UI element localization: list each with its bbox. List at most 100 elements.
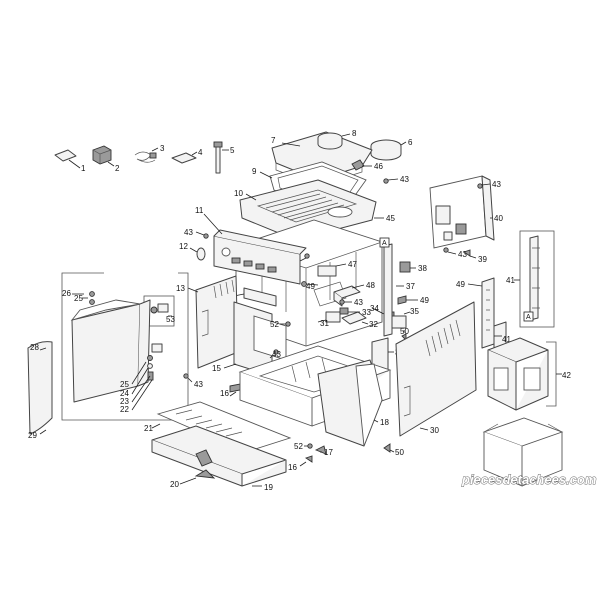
callout-25: 25 <box>120 380 129 389</box>
watermark-text: piecesdetachees.com <box>461 472 597 487</box>
part-12-knob: 12 <box>179 242 206 261</box>
callout-51-a: 50 <box>400 327 409 336</box>
callout-46-d: 43 <box>492 180 501 189</box>
part-39-clip: 39 <box>462 249 487 264</box>
callout-23: 23 <box>120 397 129 406</box>
part-4-plate: 4 <box>171 148 203 164</box>
part-31-sensor: 31 <box>317 311 341 328</box>
part-13-side-panel-left: 13 <box>176 275 239 369</box>
box-marker-a-top: A <box>379 237 390 248</box>
part-28-29-side-cover: 28 29 <box>27 341 53 440</box>
part-51-clip-bottom: 50 <box>383 443 404 457</box>
part-20-float: 20 <box>170 469 216 489</box>
callout-27: 26 <box>62 289 71 298</box>
part-5-pin: 5 <box>213 141 235 174</box>
callout-7: 7 <box>271 136 276 145</box>
part-15-inner-panel: 15 <box>212 301 287 377</box>
callout-41: 41 <box>506 276 515 285</box>
callout-31: 31 <box>320 319 329 328</box>
callout-39: 39 <box>478 255 487 264</box>
part-52-clip-top: 52 <box>270 320 291 329</box>
part-52-clip-bottom: 52 <box>294 442 313 451</box>
part-water-tank <box>70 299 151 403</box>
callout-24: 24 <box>120 389 129 398</box>
callout-8: 8 <box>352 129 357 138</box>
callout-52-a: 52 <box>270 320 279 329</box>
part-11-panel: 11 <box>195 206 307 285</box>
part-30-side-panel-right: 30 <box>395 301 477 437</box>
callout-43: 42 <box>562 371 571 380</box>
callout-34: 34 <box>370 304 379 313</box>
callout-15: 15 <box>212 364 221 373</box>
callout-16-a: 16 <box>220 389 229 398</box>
callout-40: 40 <box>494 214 503 223</box>
part-41-strip-box: A 41 <box>506 230 555 328</box>
part-1-clip: 1 <box>54 149 86 173</box>
part-packaging-box <box>482 417 564 487</box>
callout-46-c: 43 <box>354 298 363 307</box>
callout-46-g: 43 <box>194 380 203 389</box>
part-19-tray: 19 <box>151 425 287 492</box>
callout-29: 29 <box>28 431 37 440</box>
callout-5: 5 <box>230 146 235 155</box>
part-48-valve: 47 <box>317 260 357 277</box>
tank-group-bracket <box>61 272 189 421</box>
callout-47: 46 <box>374 162 383 171</box>
callout-11: 11 <box>195 206 204 215</box>
callout-21: 21 <box>144 424 153 433</box>
part-43-tank-frame: 42 <box>487 337 571 411</box>
callout-46-e: 43 <box>458 250 467 259</box>
callout-20: 20 <box>170 480 179 489</box>
box-a-right: A <box>526 314 531 321</box>
callout-22: 22 <box>120 405 129 414</box>
callout-50-c: 49 <box>456 280 465 289</box>
part-51-clip-right: 50 <box>400 327 409 342</box>
part-40-control-board: 40 <box>429 175 503 249</box>
callout-48: 47 <box>348 260 357 269</box>
callout-9: 9 <box>252 167 257 176</box>
part-3-cable: 3 <box>134 144 165 163</box>
callout-51-b: 50 <box>395 448 404 457</box>
callout-42: 41 <box>502 335 511 344</box>
callout-50-a: 49 <box>306 282 315 291</box>
part-38-chip: 38 <box>399 261 427 273</box>
part-8-cap: 8 <box>317 129 357 150</box>
callout-2: 2 <box>115 164 120 173</box>
callout-38: 38 <box>418 264 427 273</box>
callout-13: 13 <box>176 284 185 293</box>
callout-50-b: 49 <box>420 296 429 305</box>
part-35-relay: 35 <box>389 307 419 329</box>
part-26-27-screws: 25 26 <box>62 289 95 305</box>
callout-32: 32 <box>369 320 378 329</box>
callout-46-h: 43 <box>272 350 281 359</box>
part-46-screw-panel: 43 <box>184 228 209 239</box>
callout-35: 35 <box>410 307 419 316</box>
callout-46-f: 43 <box>184 228 193 237</box>
callout-3: 3 <box>160 144 165 153</box>
part-33-switch: 33 <box>339 307 371 317</box>
callout-16-b: 16 <box>288 463 297 472</box>
part-6-ring: 6 <box>370 138 413 161</box>
part-46-screw-left: 43 43 <box>183 349 281 389</box>
part-18-front-door: 18 <box>317 359 389 447</box>
box-a-top: A <box>382 240 387 247</box>
part-46-screw-mid: 43 <box>339 298 363 307</box>
callout-26: 25 <box>74 294 83 303</box>
callout-28: 28 <box>30 343 39 352</box>
part-46-screws-board: 43 43 <box>443 180 501 259</box>
part-2-connector: 2 <box>92 145 120 173</box>
part-16-screw: 16 <box>288 455 313 472</box>
part-16-screw-pair: 16 <box>220 383 241 398</box>
part-50-clip-chassis: 49 49 <box>301 281 429 305</box>
callout-45: 45 <box>386 214 395 223</box>
callout-53: 53 <box>166 315 175 324</box>
callout-49: 48 <box>366 281 375 290</box>
callout-4: 4 <box>198 148 203 157</box>
part-22-25-fittings: 25 24 23 22 <box>120 343 163 414</box>
callout-18: 18 <box>380 418 389 427</box>
callout-52-b: 52 <box>294 442 303 451</box>
callout-12: 12 <box>179 242 188 251</box>
part-17-clip: 17 <box>314 445 333 457</box>
callout-1: 1 <box>81 164 86 173</box>
